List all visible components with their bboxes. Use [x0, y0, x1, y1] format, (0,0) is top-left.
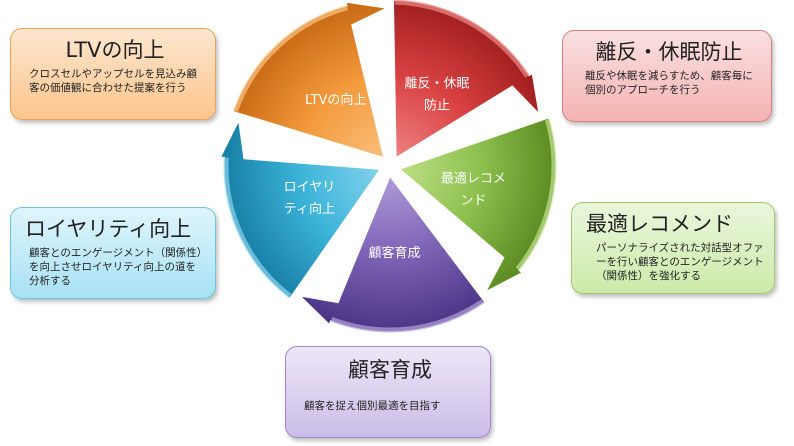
card-churn-title: 離反・休眠防止 — [595, 40, 743, 64]
card-nurture: 顧客育成 顧客を捉え個別最適を目指す — [285, 346, 491, 438]
segment-nurture-label: 顧客育成 — [368, 245, 420, 261]
card-reco-desc: パーソナライズされた対話型オファーを行い顧客とのエンゲージメント（関係性）を強化… — [596, 242, 764, 282]
segment-loyal-label: ロイヤリティ向上 — [284, 180, 336, 217]
card-reco: 最適レコメンド パーソナライズされた対話型オファーを行い顧客とのエンゲージメント… — [571, 202, 775, 294]
card-ltv: LTVの向上 クロスセルやアップセルを見込み顧客の価値観に合わせた提案を行う — [10, 28, 216, 120]
segment-churn-rim — [394, 0, 530, 78]
card-churn-desc: 離反や休眠を減らすため、顧客毎に個別のアプローチを行う — [585, 70, 753, 96]
segment-churn-label: 離反・休眠防止 — [404, 77, 469, 114]
segment-ltv-label: LTVの向上 — [305, 92, 366, 108]
segment-loyal-rim — [223, 157, 292, 298]
segment-reco-label-line: ンド — [460, 193, 486, 208]
card-nurture-title: 顧客育成 — [348, 358, 432, 382]
card-ltv-desc: クロスセルやアップセルを見込み顧客の価値観に合わせた提案を行う — [29, 68, 197, 94]
card-loyal-desc: 顧客とのエンゲージメント（関係性）を向上させロイヤリティ向上の道を分析する — [29, 247, 202, 287]
card-nurture-desc: 顧客を捉え個別最適を目指す — [304, 400, 441, 412]
segment-churn-label-line: 離反・休眠 — [404, 77, 469, 92]
card-churn: 離反・休眠防止 離反や休眠を減らすため、顧客毎に個別のアプローチを行う — [562, 30, 772, 122]
card-loyal-title: ロイヤリティ向上 — [25, 217, 192, 241]
segment-churn-label-line: 防止 — [424, 98, 450, 114]
segment-ltv-label-line: LTVの向上 — [305, 92, 366, 108]
segment-loyal-label-line: ロイヤリ — [284, 180, 336, 195]
segment-reco-label-line: 最適レコメ — [441, 170, 506, 186]
segment-ltv-rim — [233, 5, 348, 112]
segment-nurture-rim — [330, 299, 485, 333]
segment-loyal-label-line: ティ向上 — [284, 201, 335, 217]
segment-reco-label: 最適レコメンド — [441, 170, 506, 208]
card-ltv-title: LTVの向上 — [65, 38, 165, 62]
card-reco-title: 最適レコメンド — [586, 212, 733, 236]
segment-reco-rim — [515, 118, 557, 271]
card-loyal: ロイヤリティ向上 顧客とのエンゲージメント（関係性）を向上させロイヤリティ向上の… — [10, 207, 216, 299]
segment-nurture-label-line: 顧客育成 — [368, 245, 420, 261]
